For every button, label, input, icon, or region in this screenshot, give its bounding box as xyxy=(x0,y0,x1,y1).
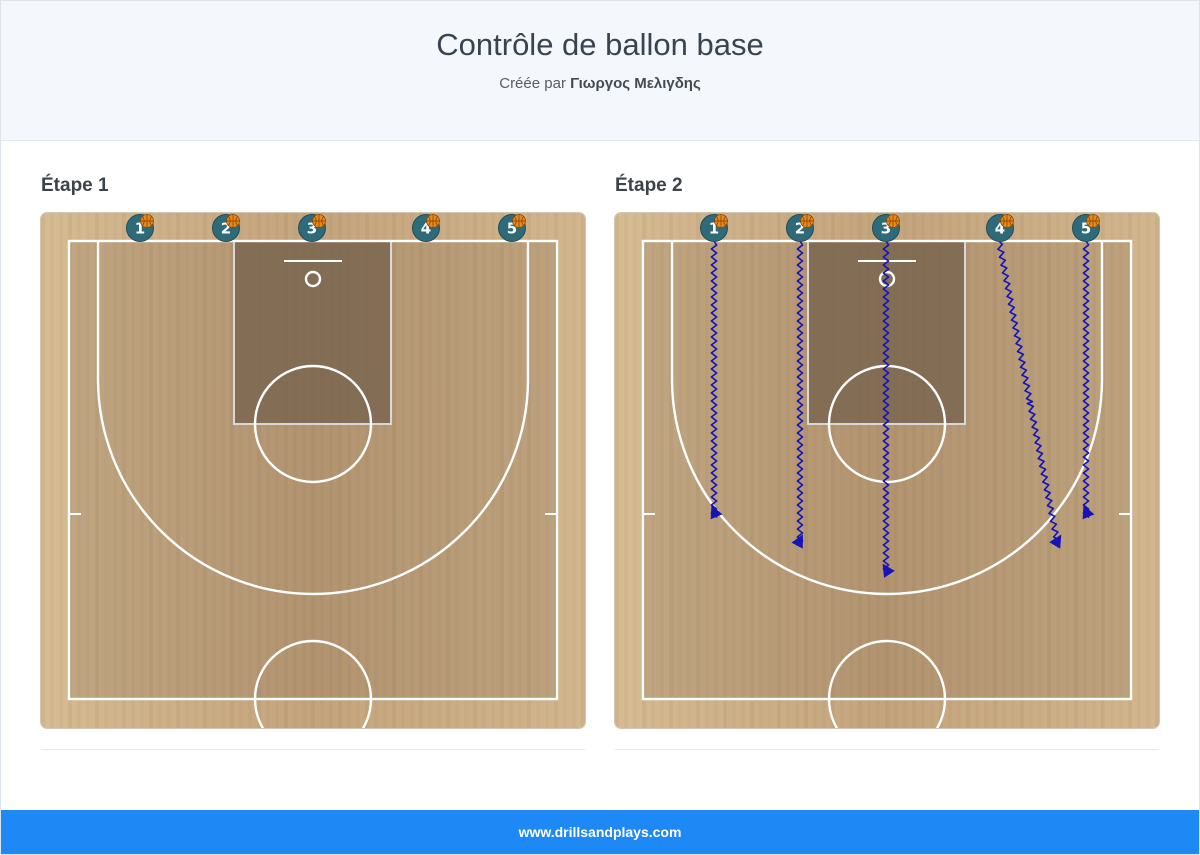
player-5: 5 xyxy=(498,214,526,242)
author-name: Γιωργος Μελιγδης xyxy=(570,75,701,92)
player-3: 3 xyxy=(298,214,326,242)
court-svg: 1 2 3 4 5 xyxy=(615,213,1159,728)
byline: Créée par Γιωργος Μελιγδης xyxy=(1,75,1199,92)
player-number: 4 xyxy=(421,220,431,238)
basketball-icon xyxy=(714,214,728,228)
zigzag-arrow-icon xyxy=(710,240,723,520)
player-2: 2 xyxy=(212,214,240,242)
player-3: 3 xyxy=(872,214,900,242)
step-2-divider xyxy=(615,749,1159,750)
step-2-label: Étape 2 xyxy=(615,175,683,196)
step-1-label: Étape 1 xyxy=(41,175,109,196)
player-number: 4 xyxy=(995,220,1005,238)
basketball-icon xyxy=(140,214,154,228)
zigzag-arrow-icon xyxy=(791,240,804,549)
basketball-icon xyxy=(312,214,326,228)
player-number: 1 xyxy=(709,220,719,238)
player-number: 2 xyxy=(221,220,231,238)
zigzag-arrow-icon xyxy=(1082,240,1095,520)
player-number: 1 xyxy=(135,220,145,238)
player-number: 3 xyxy=(307,220,317,238)
created-by-label: Créée par xyxy=(499,75,566,92)
page-title: Contrôle de ballon base xyxy=(436,27,764,62)
player-4: 4 xyxy=(412,214,440,242)
paint-area xyxy=(808,241,965,424)
court-svg: 1 2 3 4 5 xyxy=(41,213,585,728)
player-number: 2 xyxy=(795,220,805,238)
basketball-icon xyxy=(1000,214,1014,228)
player-number: 5 xyxy=(1081,220,1091,238)
basketball-icon xyxy=(426,214,440,228)
player-2: 2 xyxy=(786,214,814,242)
dribble-path-player-2 xyxy=(791,240,804,549)
footer-site-link[interactable]: www.drillsandplays.com xyxy=(518,824,682,840)
basketball-icon xyxy=(800,214,814,228)
basketball-icon xyxy=(1086,214,1100,228)
court-diagram-step-1: 1 2 3 4 5 xyxy=(41,213,585,728)
step-1: Étape 1 1 2 3 4 5 xyxy=(41,172,585,750)
basketball-icon xyxy=(226,214,240,228)
court-diagram-step-2: 1 2 3 4 5 xyxy=(615,213,1159,728)
three-point-line xyxy=(96,241,530,596)
free-throw-circle xyxy=(253,364,373,484)
dribble-path-player-4 xyxy=(997,240,1062,549)
center-circle xyxy=(253,639,373,728)
zigzag-arrow-icon xyxy=(882,240,895,578)
player-1: 1 xyxy=(700,214,728,242)
rim xyxy=(304,270,322,288)
step-1-divider xyxy=(41,749,585,750)
player-5: 5 xyxy=(1072,214,1100,242)
zigzag-arrow-icon xyxy=(997,240,1062,549)
dribble-path-player-1 xyxy=(710,240,723,520)
player-4: 4 xyxy=(986,214,1014,242)
paint-area xyxy=(234,241,391,424)
site-footer[interactable]: www.drillsandplays.com xyxy=(1,810,1199,854)
center-circle xyxy=(827,639,947,728)
step-2: Étape 2 1 2 3 4 5 xyxy=(615,172,1159,750)
basketball-icon xyxy=(886,214,900,228)
page-header: Contrôle de ballon base Créée par Γιωργο… xyxy=(1,1,1199,141)
player-number: 3 xyxy=(881,220,891,238)
three-point-line xyxy=(670,241,1104,596)
dribble-path-player-3 xyxy=(882,240,895,578)
player-1: 1 xyxy=(126,214,154,242)
basketball-icon xyxy=(512,214,526,228)
player-number: 5 xyxy=(507,220,517,238)
dribble-path-player-5 xyxy=(1082,240,1095,520)
